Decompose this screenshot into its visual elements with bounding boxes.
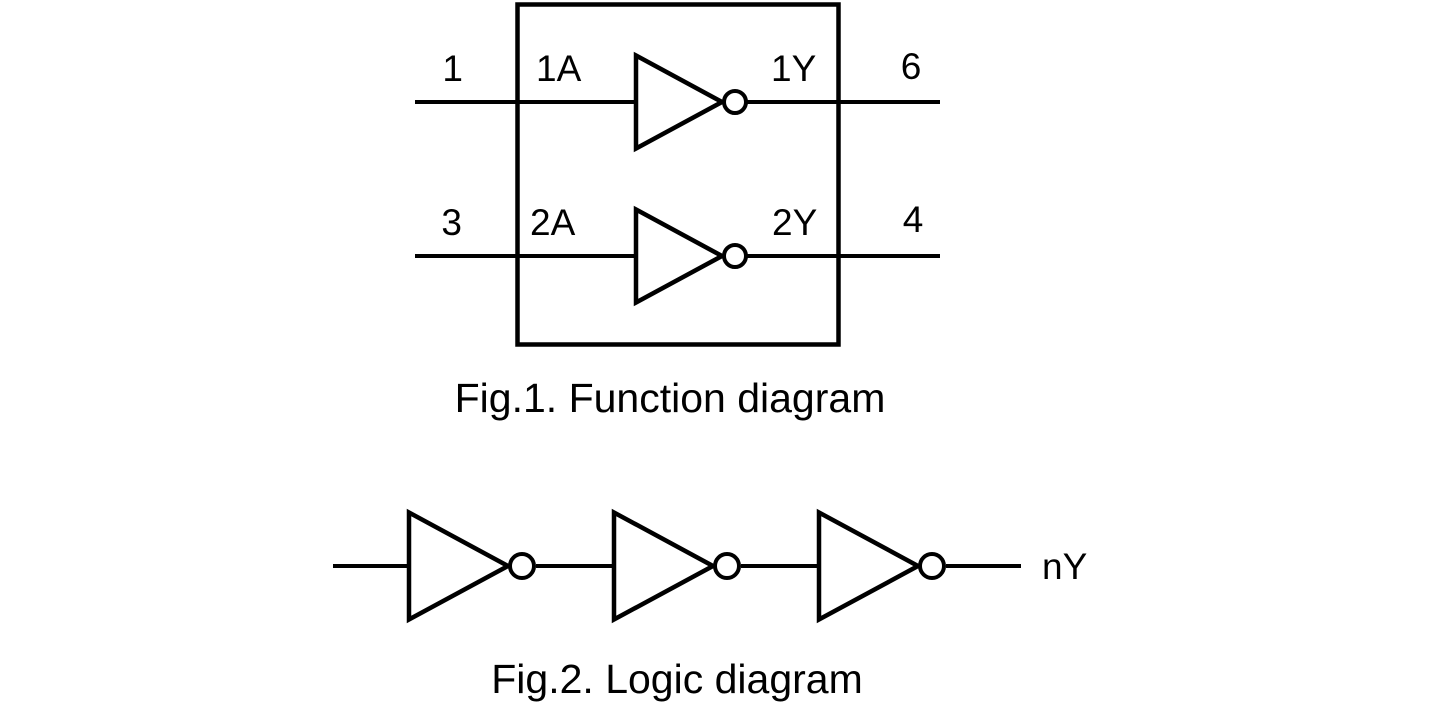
cascade-inverter3-bubble bbox=[918, 552, 946, 580]
cascade-inverter2-bubble bbox=[713, 552, 741, 580]
inverter1-triangle bbox=[633, 51, 727, 153]
channel1-output-label: 1Y bbox=[771, 48, 816, 89]
inverter2-inversion-bubble bbox=[722, 243, 748, 269]
channel2-input-label: 2A bbox=[530, 202, 576, 243]
inverter1-inversion-bubble bbox=[722, 89, 748, 115]
logic-diagram: nY Fig.2. Logic diagram bbox=[333, 508, 1087, 702]
logic-output-label: nY bbox=[1042, 546, 1087, 587]
pin-number-3: 3 bbox=[441, 202, 462, 243]
inverter-channel-2: 3 2A 2Y 4 bbox=[415, 199, 940, 307]
channel1-input-label: 1A bbox=[536, 48, 582, 89]
pin-number-6: 6 bbox=[901, 46, 922, 87]
cascade-inverter1-triangle bbox=[406, 508, 513, 624]
function-diagram: 1 1A 1Y 6 3 2A 2Y 4 Fig.1. Function diag… bbox=[415, 2, 940, 421]
pin-number-4: 4 bbox=[903, 199, 924, 240]
channel2-output-label: 2Y bbox=[772, 202, 817, 243]
inverter-channel-1: 1 1A 1Y 6 bbox=[415, 46, 940, 153]
figure2-caption: Fig.2. Logic diagram bbox=[491, 656, 862, 702]
ic-body-outline bbox=[515, 2, 841, 347]
pin-number-1: 1 bbox=[442, 48, 463, 89]
cascade-inverter1-bubble bbox=[508, 552, 536, 580]
inverter2-triangle bbox=[633, 205, 727, 307]
cascade-inverter2-triangle bbox=[611, 508, 718, 624]
figure1-caption: Fig.1. Function diagram bbox=[455, 375, 886, 421]
cascade-inverter3-triangle bbox=[816, 508, 923, 624]
